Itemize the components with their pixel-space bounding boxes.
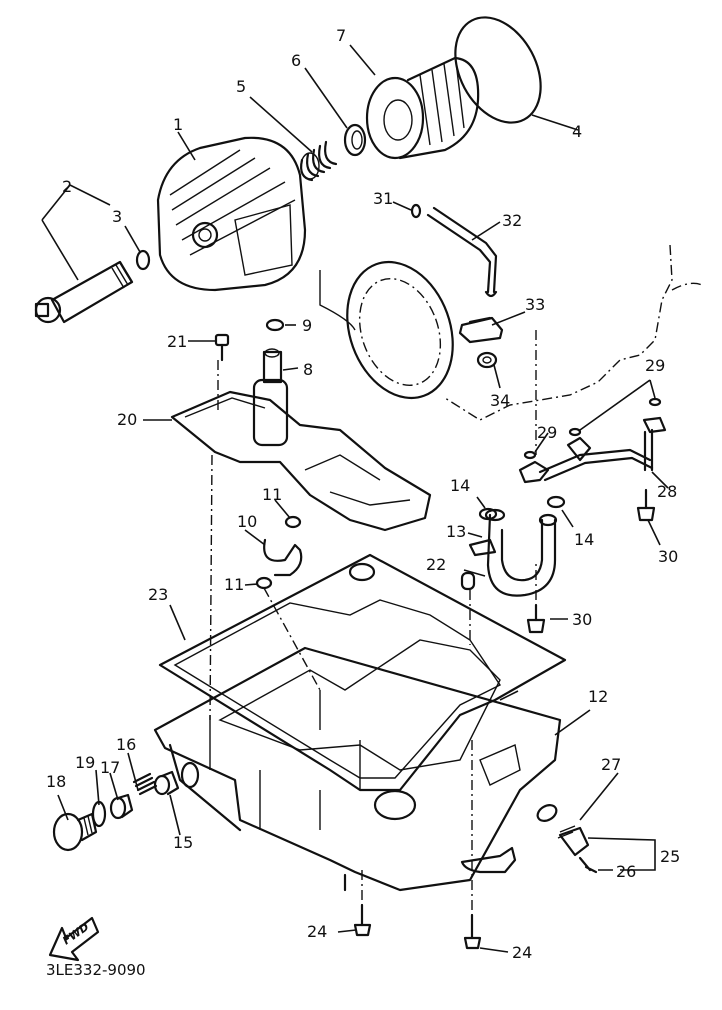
part-plug-18 [52,812,98,852]
callout-27: 27 [601,755,621,774]
part-spring-16 [132,772,158,796]
callout-34: 34 [490,391,510,410]
part-gasket [158,553,567,792]
part-oil-filter-element [365,56,480,160]
callout-22: 22 [426,555,446,574]
part-screw-26 [578,856,598,874]
callout-9: 9 [302,316,312,335]
callout-20: 20 [117,410,137,429]
part-washer-34 [476,351,498,369]
part-strainer-pipe [252,348,289,447]
part-o-ring-large [454,16,542,124]
part-oil-filter-bolt [34,260,134,324]
assembly-lines [209,330,537,915]
part-bolt-30b [526,603,546,634]
callout-19: 19 [75,753,95,772]
callout-29b: 29 [645,356,665,375]
callout-7: 7 [336,26,346,45]
part-o-ring-14b [546,495,566,509]
part-o-ring-31 [410,203,422,219]
part-o-ring-29a [523,450,537,460]
callout-24b: 24 [512,943,532,962]
callout-1: 1 [173,115,183,134]
callout-8: 8 [303,360,313,379]
callout-3: 3 [112,207,122,226]
callout-6: 6 [291,51,301,70]
part-valve-17 [109,793,134,820]
callout-2: 2 [62,177,72,196]
callout-24a: 24 [307,922,327,941]
callout-30a: 30 [658,547,678,566]
callout-29a: 29 [537,423,557,442]
engine-outline-2 [671,282,703,291]
callout-33: 33 [525,295,545,314]
part-crankcase-cover-outline [319,260,454,400]
callout-12: 12 [588,687,608,706]
callout-16: 16 [116,735,136,754]
part-oil-strainer [170,390,432,532]
part-drain-plug [557,825,590,857]
engine-outline [444,244,673,421]
part-oil-delivery-pipe [518,416,667,484]
part-o-ring-14a [478,507,498,521]
forward-direction-arrow: FWD [48,916,100,962]
part-gasket-27 [536,804,558,822]
part-bolt-21 [214,333,230,362]
part-relief-valve [153,770,180,796]
callout-11a: 11 [262,485,282,504]
part-bolt-30a [636,488,656,522]
leader-lines [41,44,669,953]
callout-21: 21 [167,332,187,351]
callout-11b: 11 [224,575,244,594]
part-dowel-pin [460,571,476,591]
callout-14a: 14 [450,476,470,495]
callout-23: 23 [148,585,168,604]
diagram-code: 3LE332-9090 [46,961,146,979]
part-bolt-24a [353,903,372,937]
part-o-ring-9 [265,318,285,332]
fwd-label: FWD [60,920,91,947]
part-o-ring-11b [255,576,273,590]
callout-18: 18 [46,772,66,791]
part-bracket-35 [460,846,517,874]
callout-28: 28 [657,482,677,501]
callout-13: 13 [446,522,466,541]
part-pipe-32 [426,206,498,298]
part-o-ring-29c [648,397,662,407]
callout-5: 5 [236,77,246,96]
callout-4: 4 [572,122,582,141]
callout-30b: 30 [572,610,592,629]
part-o-ring-11a [284,515,302,529]
part-washer [343,123,367,157]
callout-25: 25 [660,847,680,866]
part-o-ring-3 [135,249,151,271]
part-oil-pipe-13 [468,508,558,597]
part-spring [300,140,338,182]
callout-31: 31 [373,189,393,208]
callout-17: 17 [100,758,120,777]
callout-14b: 14 [574,530,594,549]
part-oil-filter-cover [156,136,307,292]
part-damper [458,316,504,344]
part-pipe-10 [263,538,303,577]
callout-32: 32 [502,211,522,230]
callout-10: 10 [237,512,257,531]
part-o-ring-29b [568,427,582,437]
part-oil-pan [153,639,562,892]
callout-26: 26 [616,862,636,881]
callout-15: 15 [173,833,193,852]
part-bolt-24b [463,913,482,950]
callout-labels: 1 2 3 4 5 6 7 8 9 10 11 11 12 13 14 14 1… [46,26,680,962]
